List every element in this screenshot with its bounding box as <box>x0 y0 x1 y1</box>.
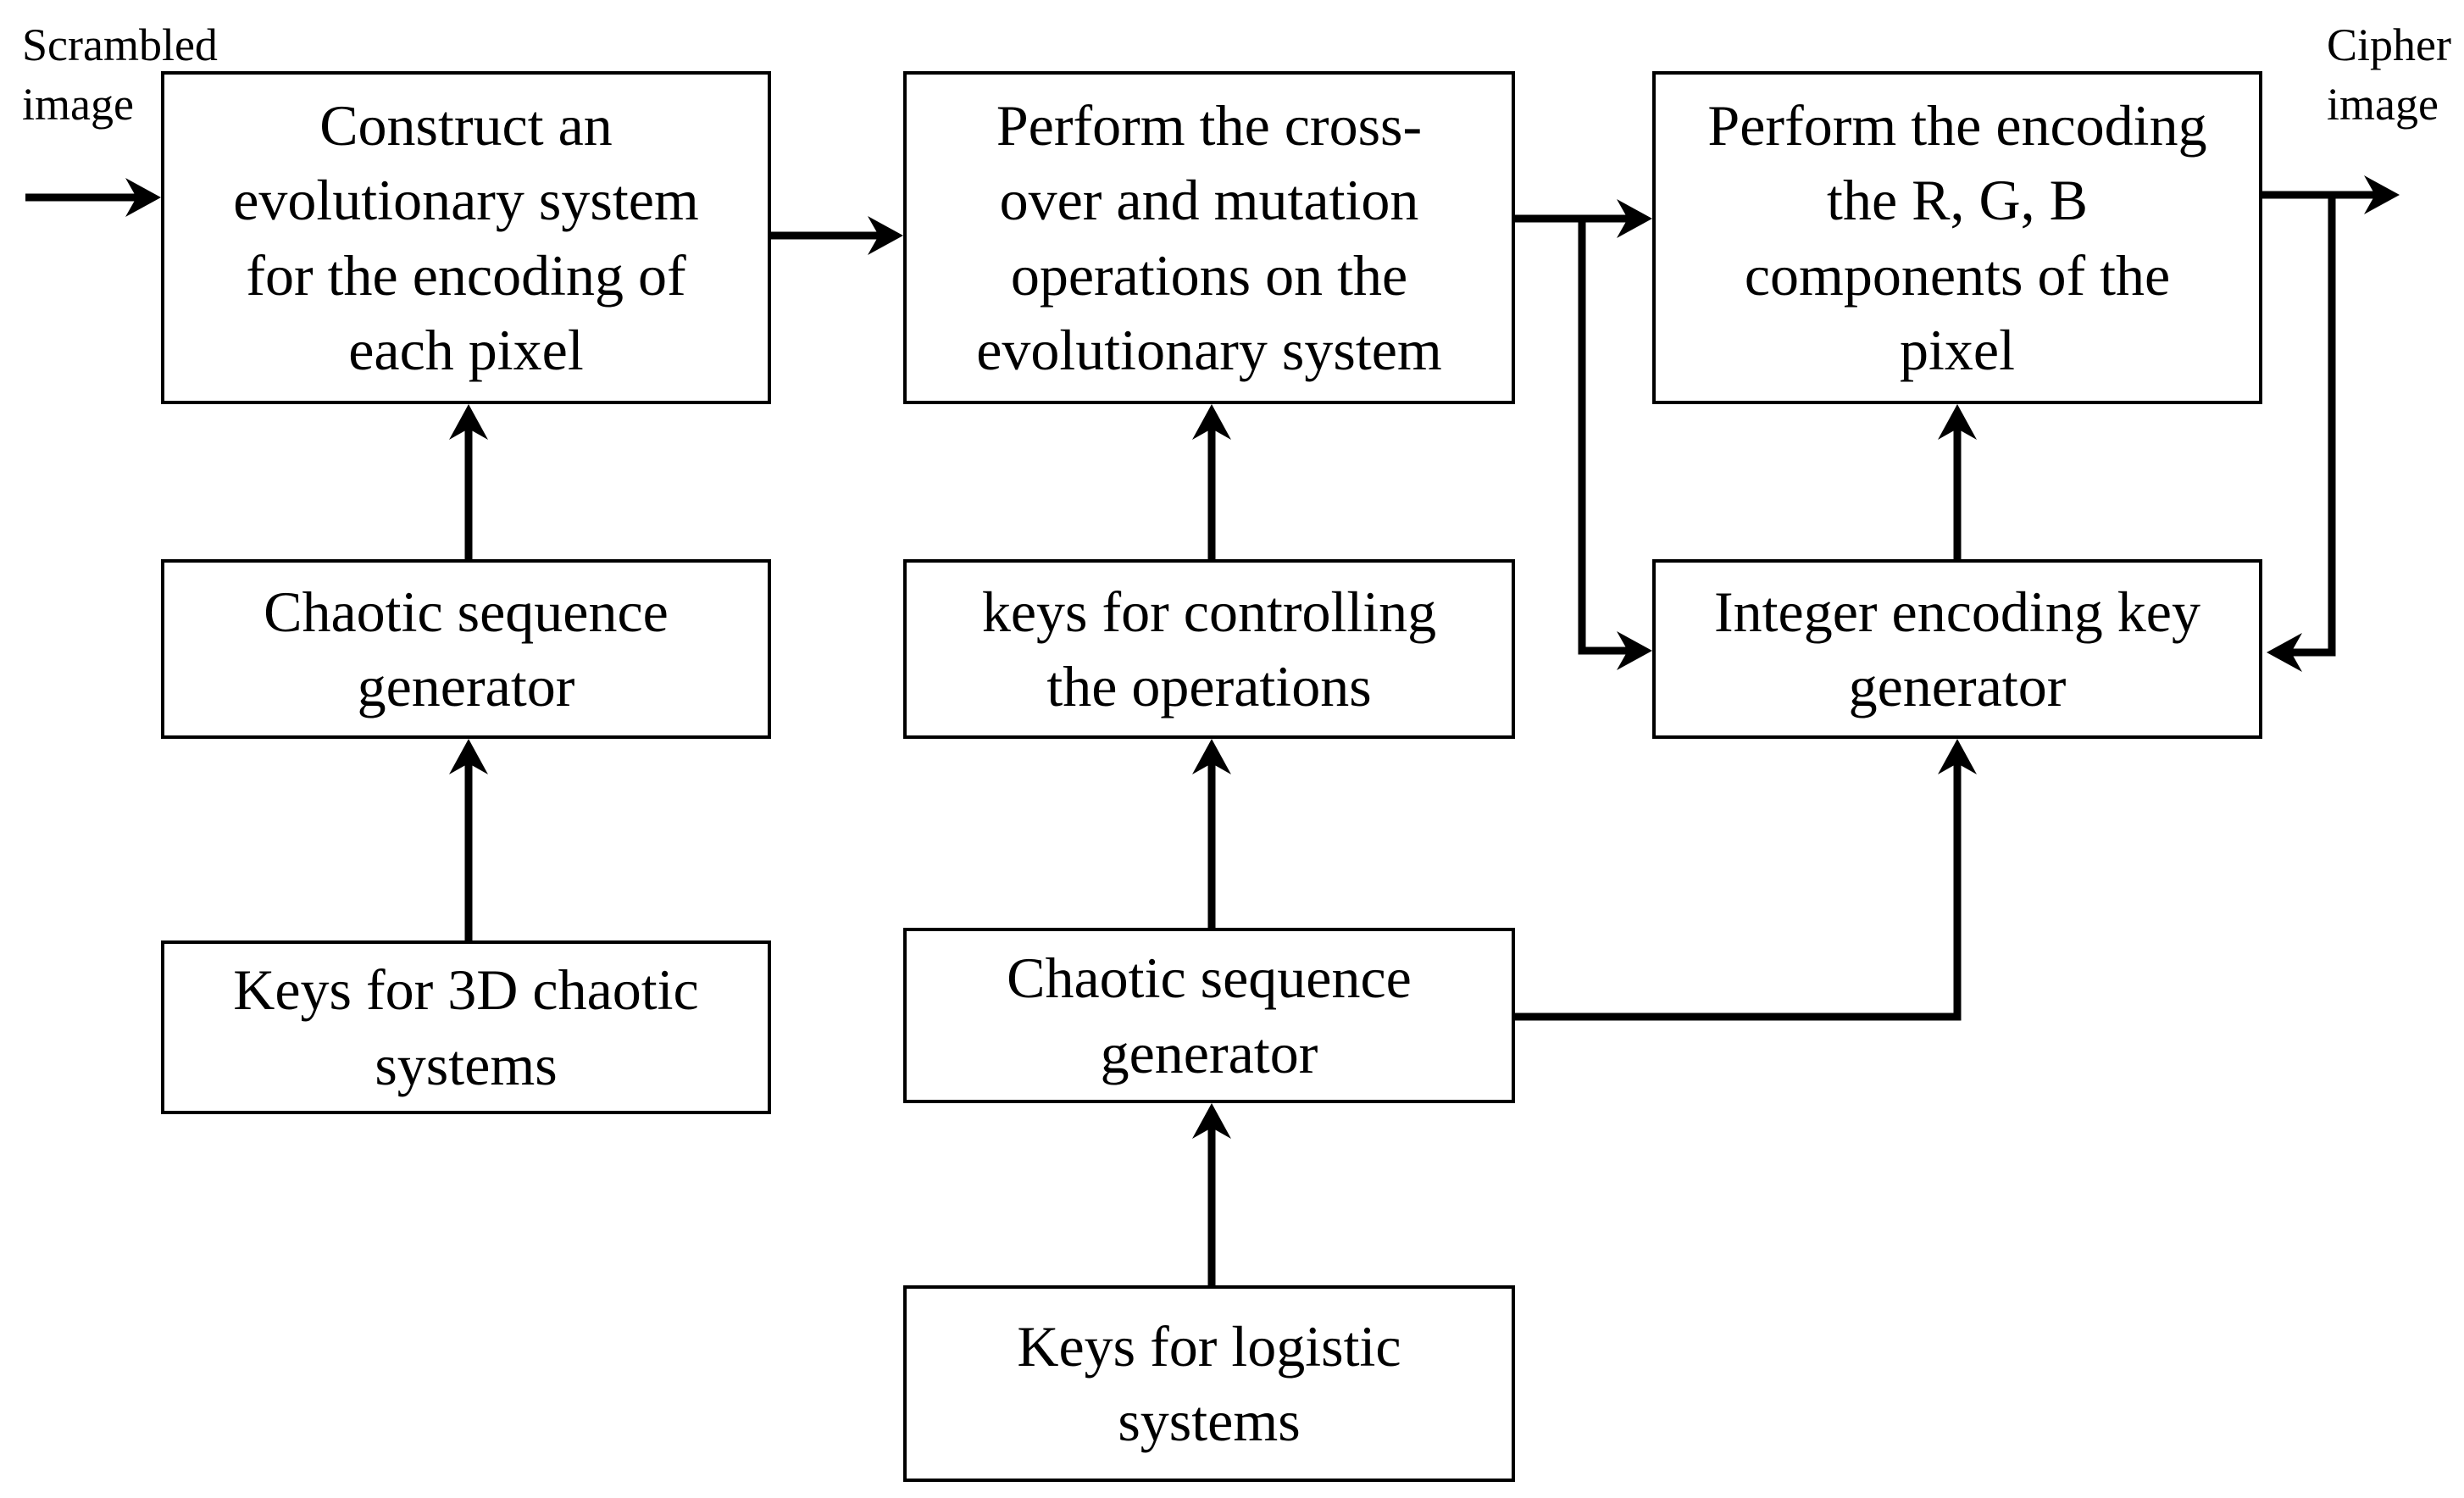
box-text-line: pixel <box>1900 317 2015 382</box>
arrow-scrambled-input <box>25 178 161 217</box>
cipher-image-label-line1: Cipher <box>2327 19 2451 70</box>
chaotic-sequence-generator-1-box: Chaotic sequence generator <box>161 559 771 739</box>
arrow-integer-to-encode <box>1938 404 1977 559</box>
scrambled-image-label: Scrambled image <box>22 15 218 134</box>
arrow-keyslogistic-to-chaotic2 <box>1192 1103 1231 1285</box>
box-text-line: evolutionary system <box>233 168 699 233</box>
box-text-line: Chaotic sequence <box>1007 946 1412 1011</box>
box-text-line: Perform the cross- <box>996 92 1423 158</box>
arrow-crossover-branch-to-integer <box>1578 219 1652 670</box>
encode-rgb-components-box: Perform the encoding the R, G, B compone… <box>1652 71 2262 404</box>
box-text-line: evolutionary system <box>976 317 1442 382</box>
arrow-chaotic1-to-construct <box>449 404 488 559</box>
scrambled-image-label-line1: Scrambled <box>22 19 218 70</box>
box-text-line: generator <box>1100 1020 1318 1085</box>
keys-for-controlling-operations-box: keys for controlling the operations <box>903 559 1515 739</box>
arrow-keyscontrol-to-crossover <box>1192 404 1231 559</box>
box-text-line: operations on the <box>1010 242 1408 308</box>
scrambled-image-label-line2: image <box>22 79 134 130</box>
box-text-line: the R, G, B <box>1827 168 2088 233</box>
arrow-construct-to-crossover <box>771 216 903 255</box>
integer-encoding-key-generator-box: Integer encoding key generator <box>1652 559 2262 739</box>
box-text-line: generator <box>1848 654 2067 718</box>
box-text-line: generator <box>357 654 575 718</box>
box-text-line: each pixel <box>348 317 584 382</box>
box-text-line: Construct an <box>319 92 613 158</box>
chaotic-sequence-generator-2-box: Chaotic sequence generator <box>903 928 1515 1103</box>
box-text-line: Integer encoding key <box>1714 579 2200 644</box>
cipher-image-label-line2: image <box>2327 79 2439 130</box>
arrow-keys3d-to-chaotic1 <box>449 739 488 940</box>
box-text-line: Perform the encoding <box>1707 92 2207 158</box>
keys-for-logistic-systems-box: Keys for logistic systems <box>903 1285 1515 1482</box>
box-text-line: for the encoding of <box>246 242 686 308</box>
box-text-line: over and mutation <box>999 168 1419 233</box>
box-text-line: components of the <box>1744 242 2171 308</box>
box-text-line: keys for controlling <box>981 579 1437 644</box>
box-text-line: Keys for logistic <box>1017 1313 1401 1379</box>
keys-for-3d-chaotic-systems-box: Keys for 3D chaotic systems <box>161 940 771 1114</box>
arrow-chaotic2-to-keyscontrol <box>1192 739 1231 928</box>
box-text-line: systems <box>1118 1389 1301 1453</box>
cipher-image-label: Cipher image <box>2327 15 2451 134</box>
box-text-line: systems <box>375 1032 558 1097</box>
box-text-line: the operations <box>1046 654 1372 718</box>
arrow-encode-to-cipher <box>2262 175 2400 214</box>
box-text-line: Chaotic sequence <box>264 579 669 644</box>
construct-evolutionary-system-box: Construct an evolutionary system for the… <box>161 71 771 404</box>
box-text-line: Keys for 3D chaotic <box>233 957 699 1023</box>
arrow-cipher-feedback-to-integer <box>2267 195 2336 672</box>
arrow-chaotic2-to-integer <box>1515 739 1977 1021</box>
crossover-mutation-box: Perform the cross- over and mutation ope… <box>903 71 1515 404</box>
arrow-crossover-to-encode <box>1515 199 1652 238</box>
